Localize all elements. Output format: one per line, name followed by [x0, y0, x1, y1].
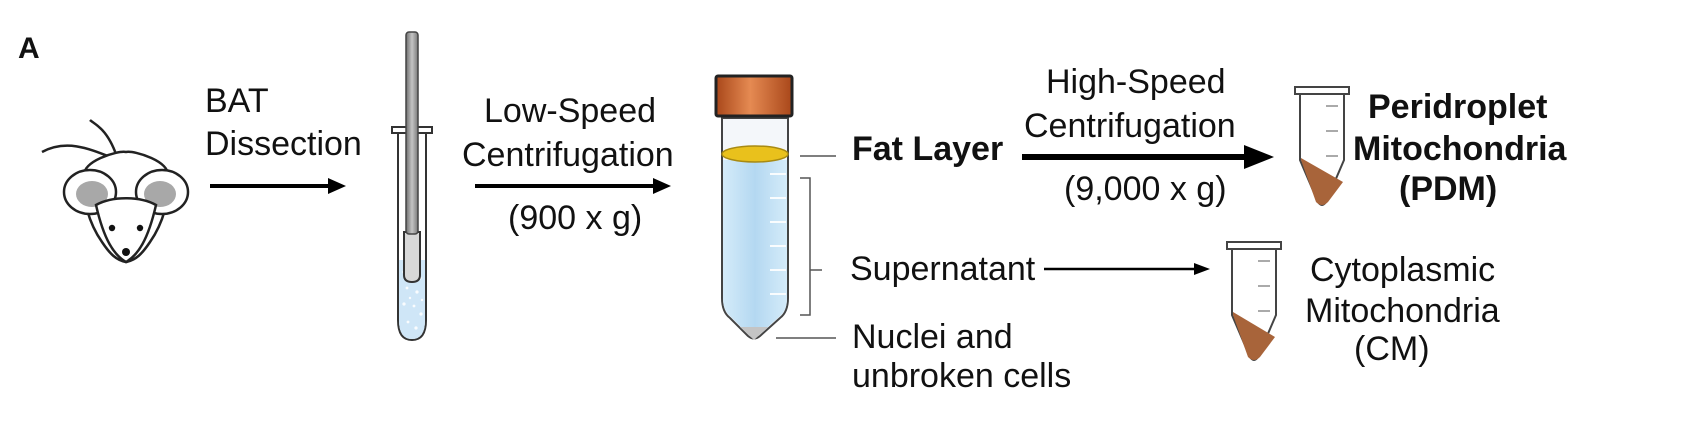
pellet-label-line1: Nuclei and [852, 318, 1013, 356]
homogenizer-icon [391, 31, 433, 342]
pellet-label-line2: unbroken cells [852, 357, 1071, 395]
fat-layer-label: Fat Layer [852, 130, 1003, 168]
conical-tube-icon [714, 74, 794, 340]
pdm-label-line2: Mitochondria [1353, 130, 1568, 168]
pdm-tube-icon [1294, 86, 1350, 206]
high-speed-arrow [1022, 145, 1274, 169]
mouse-icon [41, 119, 190, 264]
dissection-label-line2: Dissection [205, 125, 362, 163]
high-speed-force: (9,000 x g) [1064, 170, 1227, 208]
fraction-callouts [776, 155, 836, 339]
cm-label-line3: (CM) [1354, 330, 1430, 368]
dissection-label-line1: BAT [205, 82, 269, 120]
supernatant-arrow [1044, 263, 1210, 275]
panel-label: A [18, 32, 40, 65]
high-speed-label-line2: Centrifugation [1024, 107, 1236, 145]
cm-label-line2: Mitochondria [1305, 292, 1500, 330]
dissection-arrow [210, 178, 346, 194]
cm-label-line1: Cytoplasmic [1310, 251, 1495, 289]
high-speed-label-line1: High-Speed [1046, 63, 1226, 101]
low-speed-label-line2: Centrifugation [462, 136, 674, 174]
cm-tube-icon [1226, 241, 1282, 361]
low-speed-arrow [475, 178, 671, 194]
low-speed-force: (900 x g) [508, 199, 642, 237]
pdm-label-line1: Peridroplet [1368, 88, 1547, 126]
supernatant-label: Supernatant [850, 250, 1036, 288]
low-speed-label-line1: Low-Speed [484, 92, 656, 130]
pdm-label-line3: (PDM) [1399, 170, 1497, 208]
